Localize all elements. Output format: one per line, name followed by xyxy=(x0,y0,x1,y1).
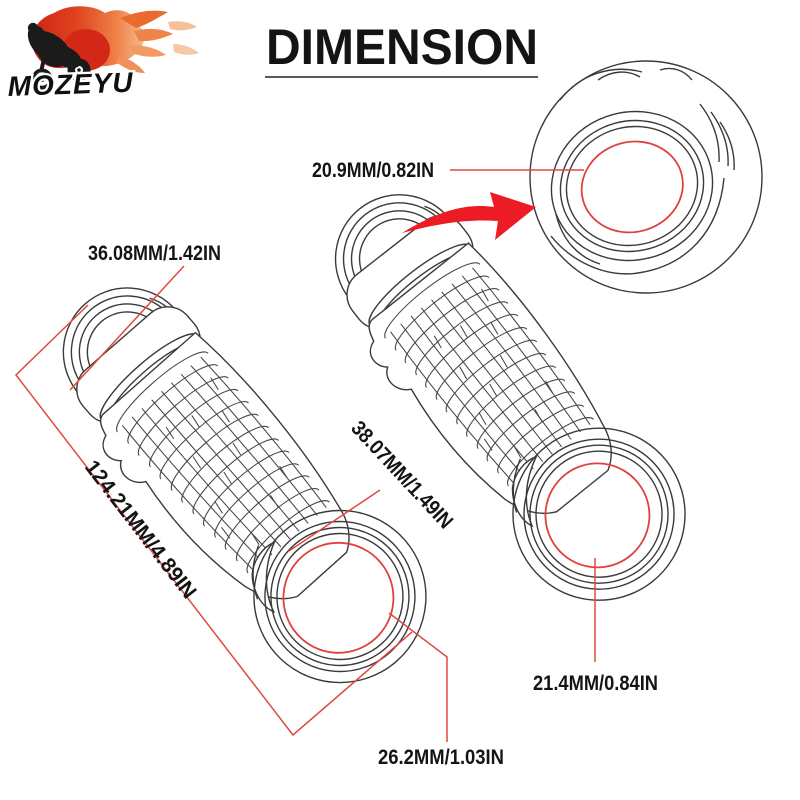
brand-name: MOZEYU xyxy=(7,67,134,102)
brand-logo: MOZEYU xyxy=(5,6,199,104)
zoom-callout-arrow-icon xyxy=(402,192,536,240)
length-dimension-line xyxy=(14,304,413,737)
leader-left-bore xyxy=(388,612,448,742)
leader-end-diameter xyxy=(288,489,381,552)
left-bore-circle xyxy=(282,541,395,654)
dimension-lines xyxy=(14,169,596,742)
right-grip-drawing xyxy=(291,154,721,636)
right-bore-circle xyxy=(544,462,651,569)
dim-label-cap-diameter: 36.08MM/1.42IN xyxy=(88,242,221,265)
motocross-rider-flames-icon xyxy=(27,22,91,90)
leader-cap-diameter xyxy=(69,265,185,391)
detail-bore-circle xyxy=(580,140,684,234)
dim-label-left-bore: 26.2MM/1.03IN xyxy=(378,746,504,769)
page-title: DIMENSION xyxy=(266,19,538,75)
left-grip-drawing xyxy=(19,246,462,719)
dim-label-right-bore: 21.4MM/0.84IN xyxy=(533,672,658,695)
detail-callout-circle xyxy=(529,60,763,294)
dim-label-detail-bore: 20.9MM/0.82IN xyxy=(312,159,434,182)
